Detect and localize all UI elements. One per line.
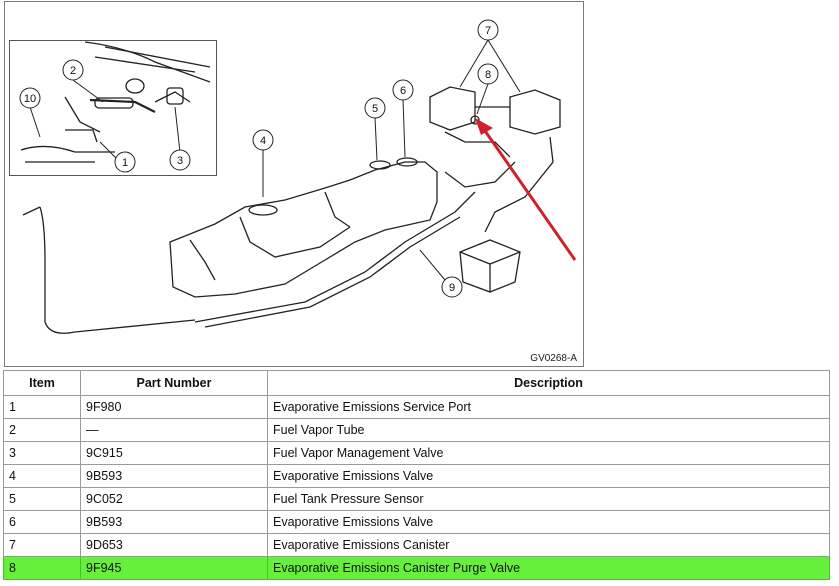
cell-description: Evaporative Emissions Valve	[267, 510, 830, 534]
cell-part-number: 9D653	[80, 533, 268, 557]
bracket-box	[459, 239, 521, 293]
callout-3: 3	[177, 155, 183, 167]
cell-item: 3	[3, 441, 81, 465]
callout-2: 2	[70, 65, 76, 77]
callout-1: 1	[122, 157, 128, 169]
canister-left	[429, 86, 476, 131]
table-row: 1 9F980 Evaporative Emissions Service Po…	[3, 395, 830, 419]
fuel-system-diagram: 2 10 1 3 4 5 6 7 8 9	[19, 19, 577, 334]
header-part-number: Part Number	[80, 370, 268, 396]
diagram-figure: 2 10 1 3 4 5 6 7 8 9 GV0268-A	[4, 1, 584, 367]
cell-part-number: 9C052	[80, 487, 268, 511]
table-row: 2 — Fuel Vapor Tube	[3, 418, 830, 442]
cell-item: 2	[3, 418, 81, 442]
callout-9: 9	[449, 282, 455, 294]
table-row: 7 9D653 Evaporative Emissions Canister	[3, 533, 830, 557]
header-item: Item	[3, 370, 81, 396]
callout-6: 6	[400, 85, 406, 97]
header-description: Description	[267, 370, 830, 396]
callout-4: 4	[260, 135, 266, 147]
purge-valve-shape	[470, 115, 480, 125]
fuel-tank-shape	[169, 161, 438, 298]
cell-description: Fuel Vapor Management Valve	[267, 441, 830, 465]
tank-port-6	[396, 157, 418, 167]
vmv-shape	[166, 87, 184, 105]
parts-table: Item Part Number Description 1 9F980 Eva…	[3, 370, 830, 580]
cell-item: 6	[3, 510, 81, 534]
cell-part-number: 9F945	[80, 556, 268, 580]
tank-port-5	[369, 160, 391, 170]
table-row: 3 9C915 Fuel Vapor Management Valve	[3, 441, 830, 465]
cell-description: Fuel Vapor Tube	[267, 418, 830, 442]
table-row: 5 9C052 Fuel Tank Pressure Sensor	[3, 487, 830, 511]
table-header-row: Item Part Number Description	[3, 370, 830, 396]
vapor-line	[39, 206, 196, 334]
cell-item: 7	[3, 533, 81, 557]
cell-part-number: —	[80, 418, 268, 442]
cell-part-number: 9B593	[80, 510, 268, 534]
red-pointer-arrow	[475, 118, 577, 261]
cell-part-number: 9C915	[80, 441, 268, 465]
tank-port-4	[248, 204, 278, 216]
cell-item: 8	[3, 556, 81, 580]
table-row: 6 9B593 Evaporative Emissions Valve	[3, 510, 830, 534]
cell-description: Fuel Tank Pressure Sensor	[267, 487, 830, 511]
callout-8: 8	[485, 69, 491, 81]
inset-detail-frame	[9, 40, 217, 176]
cell-item: 1	[3, 395, 81, 419]
cell-item: 4	[3, 464, 81, 488]
cell-description: Evaporative Emissions Canister Purge Val…	[267, 556, 830, 580]
cell-part-number: 9F980	[80, 395, 268, 419]
callout-5: 5	[372, 103, 378, 115]
table-row-highlighted: 8 9F945 Evaporative Emissions Canister P…	[3, 556, 830, 580]
cell-part-number: 9B593	[80, 464, 268, 488]
cell-item: 5	[3, 487, 81, 511]
callout-10: 10	[24, 93, 36, 105]
figure-code: GV0268-A	[530, 353, 577, 364]
callout-7: 7	[485, 25, 491, 37]
table-row: 4 9B593 Evaporative Emissions Valve	[3, 464, 830, 488]
inset-tube	[64, 96, 101, 133]
vapor-tube-shape	[94, 97, 134, 109]
canister-right	[509, 89, 561, 135]
cell-description: Evaporative Emissions Valve	[267, 464, 830, 488]
cell-description: Evaporative Emissions Canister	[267, 533, 830, 557]
cell-description: Evaporative Emissions Service Port	[267, 395, 830, 419]
